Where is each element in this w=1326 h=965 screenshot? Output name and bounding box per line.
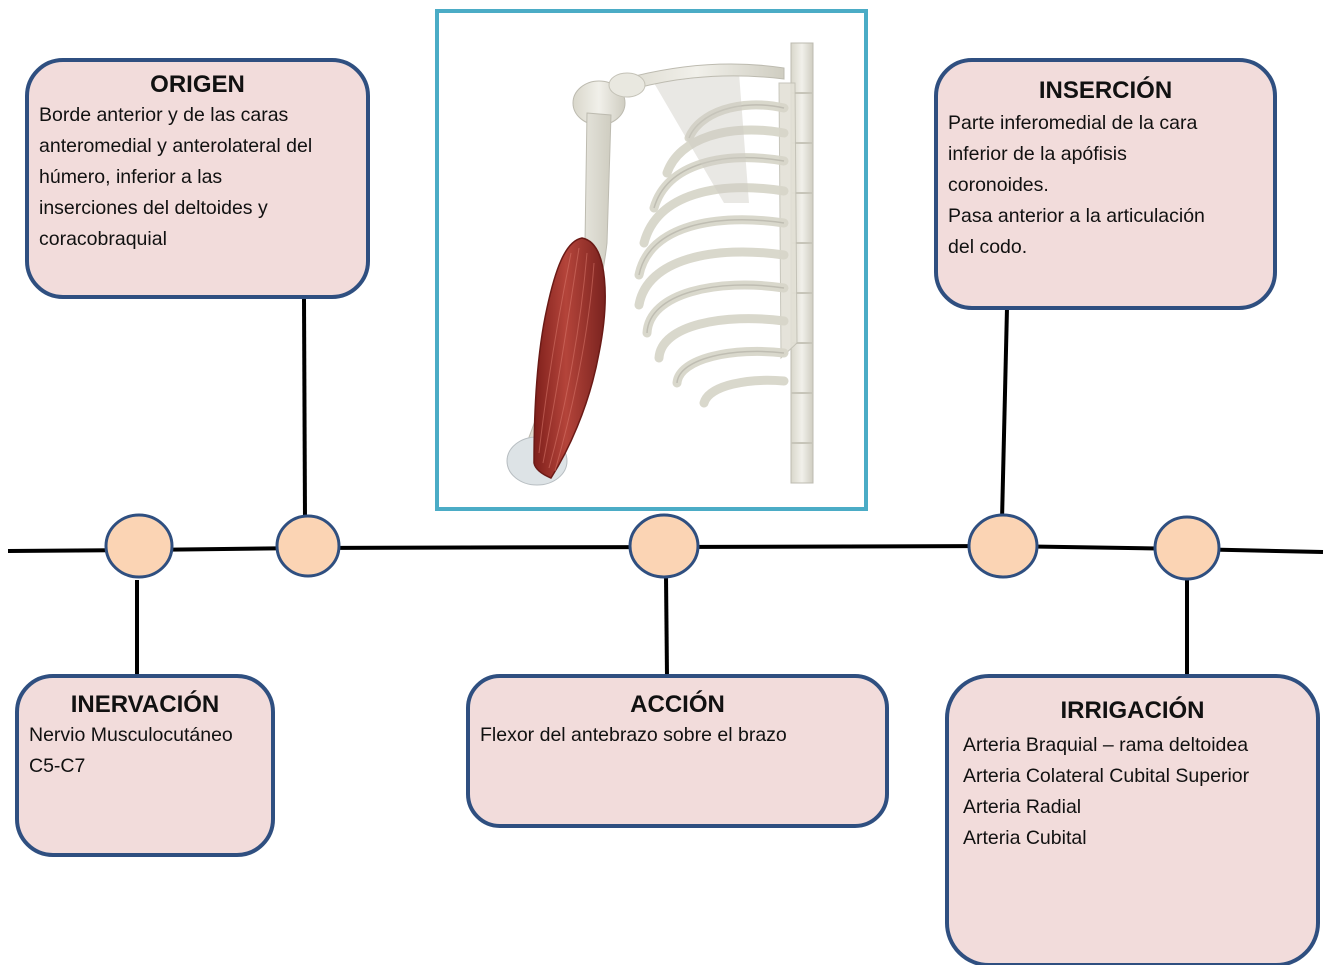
accion-title: ACCIÓN (470, 690, 885, 720)
insercion-line: coronoides. (948, 170, 1267, 201)
origen-line: coracobraquial (39, 224, 360, 255)
inervacion-box: INERVACIÓN Nervio Musculocutáneo C5-C7 (15, 674, 275, 857)
insercion-line: Parte inferomedial de la cara (948, 108, 1267, 139)
irrigacion-line: Arteria Cubital (963, 823, 1310, 854)
origen-line: inserciones del deltoides y (39, 193, 360, 224)
origen-box: ORIGEN Borde anterior y de las caras ant… (25, 58, 370, 299)
accion-line: Flexor del antebrazo sobre el brazo (480, 720, 879, 751)
origen-title: ORIGEN (29, 70, 366, 100)
irrigacion-text: Arteria Braquial – rama deltoidea Arteri… (949, 730, 1316, 854)
insercion-title: INSERCIÓN (938, 76, 1273, 106)
timeline-node-irrigacion (1155, 517, 1219, 579)
irrigacion-line: Arteria Radial (963, 792, 1310, 823)
biceps-muscle-shape (534, 238, 605, 478)
accion-text: Flexor del antebrazo sobre el brazo (470, 720, 885, 751)
origen-line: anteromedial y anterolateral del (39, 131, 360, 162)
timeline-node-inervacion (106, 515, 172, 577)
connector-insercion (1002, 308, 1007, 520)
origen-line: húmero, inferior a las (39, 162, 360, 193)
origen-text: Borde anterior y de las caras anteromedi… (29, 100, 366, 255)
inervacion-title: INERVACIÓN (19, 690, 271, 720)
irrigacion-title: IRRIGACIÓN (949, 696, 1316, 726)
origen-line: Borde anterior y de las caras (39, 100, 360, 131)
timeline-node-origen (277, 516, 339, 576)
timeline-node-insercion (969, 515, 1037, 577)
insercion-text: Parte inferomedial de la cara inferior d… (938, 108, 1273, 263)
irrigacion-line: Arteria Braquial – rama deltoidea (963, 730, 1310, 761)
inervacion-line: Nervio Musculocutáneo (29, 720, 265, 751)
insercion-line: Pasa anterior a la articulación (948, 201, 1267, 232)
irrigacion-line: Arteria Colateral Cubital Superior (963, 761, 1310, 792)
insercion-line: del codo. (948, 232, 1267, 263)
inervacion-line: C5-C7 (29, 751, 265, 782)
irrigacion-box: IRRIGACIÓN Arteria Braquial – rama delto… (945, 674, 1320, 965)
connector-accion (666, 576, 667, 676)
connector-origen (304, 299, 305, 520)
anatomy-image-frame (435, 9, 868, 511)
accion-box: ACCIÓN Flexor del antebrazo sobre el bra… (466, 674, 889, 828)
insercion-box: INSERCIÓN Parte inferomedial de la cara … (934, 58, 1277, 310)
acromion-shape (609, 73, 645, 97)
insercion-line: inferior de la apófisis (948, 139, 1267, 170)
biceps-anatomy-icon (439, 13, 864, 507)
timeline-node-accion (630, 515, 698, 577)
inervacion-text: Nervio Musculocutáneo C5-C7 (19, 720, 271, 782)
